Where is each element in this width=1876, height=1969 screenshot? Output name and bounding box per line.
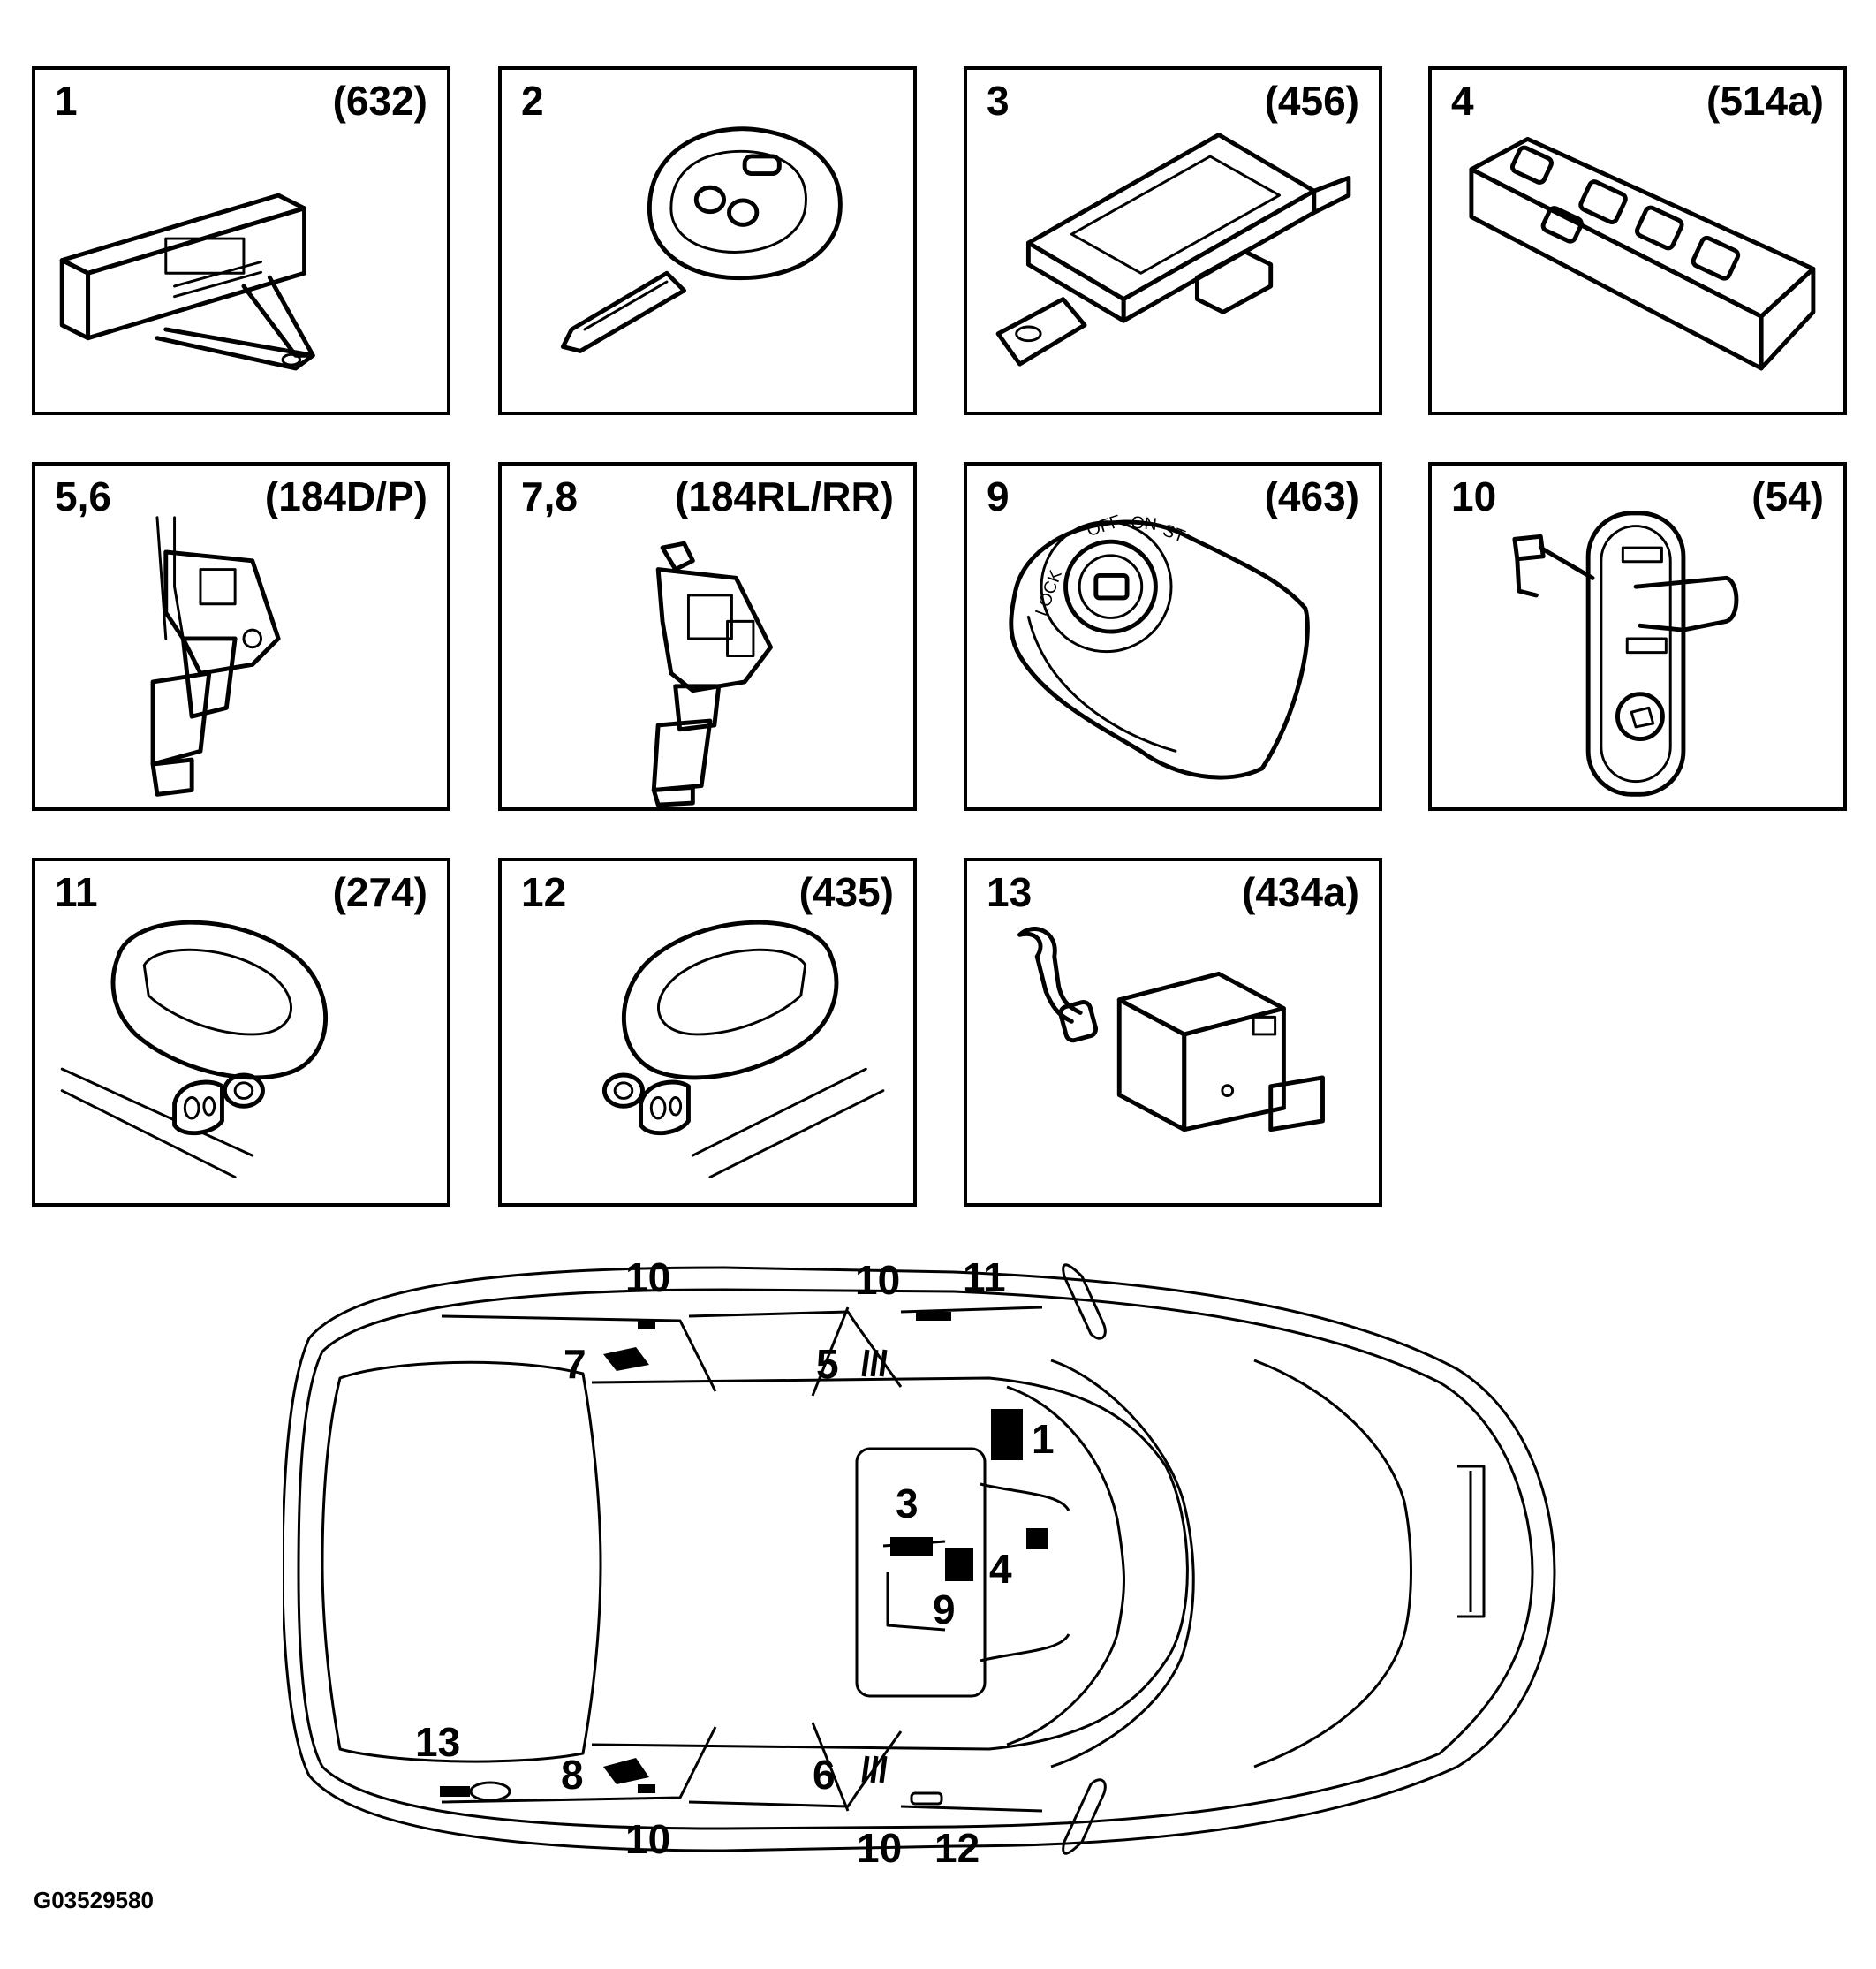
car-label-driver-door-lock: 5 xyxy=(816,1341,839,1387)
front-door-lock-illustration xyxy=(150,516,281,797)
panel-code: (274) xyxy=(332,869,427,915)
vehicle-top-view: 10 10 11 7 5 1 3 4 9 13 8 6 10 10 12 xyxy=(283,1254,1556,1871)
panel-code: (514a) xyxy=(1706,78,1824,124)
car-label-door-switch-front-left: 10 xyxy=(855,1257,900,1303)
panel-code: (184D/P) xyxy=(264,473,427,519)
panel-number: 11 xyxy=(55,869,98,915)
car-label-door-switch-rear-left: 10 xyxy=(625,1254,670,1300)
car-label-passenger-door-lock: 6 xyxy=(813,1752,836,1798)
panel-receiver-module: 3 (456) xyxy=(964,66,1382,415)
ignition-switch-illustration: LOCK OFF ON ST xyxy=(1009,511,1310,780)
panel-control-module: 1 (632) xyxy=(32,66,450,415)
car-label-rear-right-lock: 8 xyxy=(561,1752,584,1798)
panel-code: (435) xyxy=(798,869,894,915)
rear-door-lock-illustration xyxy=(651,541,773,807)
panel-code: (456) xyxy=(1264,78,1359,124)
panel-number: 12 xyxy=(521,869,567,915)
panel-code: (434a) xyxy=(1242,869,1359,915)
panel-code: (54) xyxy=(1751,473,1824,519)
passenger-lock-cylinder-illustration xyxy=(601,920,885,1179)
panel-number: 5,6 xyxy=(55,473,111,519)
window-switch-illustration xyxy=(1469,136,1816,371)
panel-trunk-actuator: 13 (434a) xyxy=(964,858,1382,1207)
car-label-passenger-lock-cylinder: 12 xyxy=(934,1825,980,1871)
ignition-st-label: ST xyxy=(1161,520,1188,546)
panel-number: 1 xyxy=(55,78,78,124)
car-label-ignition-switch: 9 xyxy=(933,1587,956,1632)
panel-code: (463) xyxy=(1264,473,1359,519)
panel-remote-key: 2 xyxy=(498,66,917,415)
panel-number: 4 xyxy=(1451,78,1474,124)
ignition-off-label: OFF xyxy=(1085,511,1123,541)
car-label-driver-lock-cylinder: 11 xyxy=(963,1254,1006,1300)
panel-window-switch: 4 (514a) xyxy=(1428,66,1847,415)
trunk-actuator-illustration xyxy=(1017,927,1325,1132)
receiver-module-illustration xyxy=(995,133,1351,367)
car-label-window-switch: 4 xyxy=(989,1546,1012,1592)
figure-id: G03529580 xyxy=(34,1887,154,1913)
panel-front-door-lock: 5,6 (184D/P) xyxy=(32,462,450,811)
panel-number: 7,8 xyxy=(521,473,578,519)
car-label-door-switch-front-right: 10 xyxy=(857,1825,902,1871)
car-label-rear-left-lock: 7 xyxy=(564,1341,586,1387)
car-label-control-module: 1 xyxy=(1032,1416,1055,1462)
panel-driver-door-lock-cylinder: 11 (274) xyxy=(32,858,450,1207)
panel-number: 13 xyxy=(987,869,1033,915)
panel-rear-door-lock: 7,8 (184RL/RR) xyxy=(498,462,917,811)
control-module-illustration xyxy=(59,193,315,371)
panel-door-switch: 10 (54) xyxy=(1428,462,1847,811)
car-label-door-switch-rear-right: 10 xyxy=(625,1816,670,1862)
panel-number: 9 xyxy=(987,473,1010,519)
ignition-lock-label: LOCK xyxy=(1032,568,1066,619)
remote-key-illustration xyxy=(560,126,843,353)
panel-code: (184RL/RR) xyxy=(675,473,894,519)
panel-passenger-door-lock-cylinder: 12 (435) xyxy=(498,858,917,1207)
car-label-trunk-actuator: 13 xyxy=(415,1719,460,1765)
panel-number: 3 xyxy=(987,78,1010,124)
driver-lock-cylinder-illustration xyxy=(60,920,329,1179)
panel-number: 2 xyxy=(521,78,544,124)
panel-number: 10 xyxy=(1451,473,1497,519)
panel-ignition-switch: 9 (463) LOCK OFF ON ST xyxy=(964,462,1382,811)
panel-code: (632) xyxy=(332,78,427,124)
door-switch-illustration xyxy=(1512,511,1739,797)
ignition-on-label: ON xyxy=(1131,513,1158,534)
car-label-receiver-module: 3 xyxy=(896,1481,919,1526)
